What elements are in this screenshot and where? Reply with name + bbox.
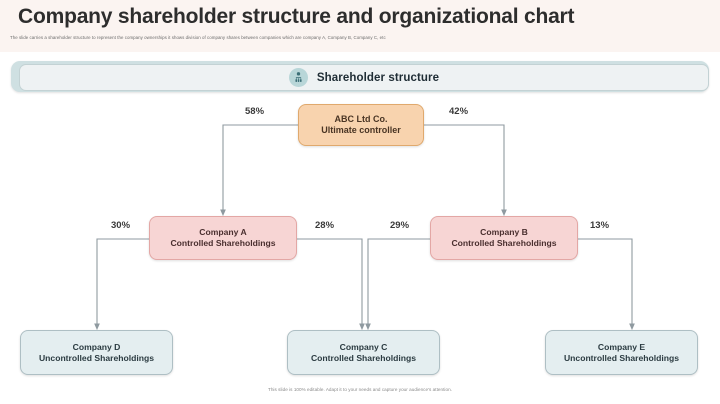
shareholder-group-icon: [288, 68, 308, 87]
node-title: Company E: [597, 341, 646, 352]
node-company-d[interactable]: Company D Uncontrolled Shareholdings: [20, 330, 173, 375]
node-abc-ltd-co[interactable]: ABC Ltd Co. Ultimate controller: [298, 104, 424, 146]
section-header-shareholder-structure[interactable]: Shareholder structure: [19, 64, 709, 91]
edge-label-a-c: 28%: [315, 220, 335, 231]
node-title: Company D: [72, 341, 121, 352]
edge-a-c: [297, 238, 365, 331]
edge-label-root-b: 42%: [449, 106, 469, 117]
node-subtitle: Uncontrolled Shareholdings: [563, 352, 680, 363]
node-company-a[interactable]: Company A Controlled Shareholdings: [149, 216, 297, 260]
edge-a-d: [94, 238, 149, 331]
node-title: ABC Ltd Co.: [334, 113, 388, 124]
edge-label-a-d: 30%: [111, 220, 131, 231]
node-company-e[interactable]: Company E Uncontrolled Shareholdings: [545, 330, 698, 375]
node-subtitle: Controlled Shareholdings: [451, 238, 557, 248]
node-subtitle: Uncontrolled Shareholdings: [38, 352, 155, 363]
edge-label-root-a: 58%: [245, 106, 265, 117]
node-title: Company B: [480, 227, 528, 238]
edge-label-b-c: 29%: [390, 220, 410, 231]
node-company-b[interactable]: Company B Controlled Shareholdings: [430, 216, 578, 260]
node-title: Company C: [339, 341, 388, 352]
section-title: Shareholder structure: [316, 71, 440, 84]
header-band: [0, 0, 720, 52]
node-company-c[interactable]: Company C Controlled Shareholdings: [287, 330, 440, 375]
edge-root-b: [424, 124, 507, 217]
node-subtitle: Controlled Shareholdings: [310, 352, 417, 363]
node-subtitle: Controlled Shareholdings: [170, 238, 276, 248]
edge-b-c: [365, 238, 430, 331]
edge-label-b-e: 13%: [590, 220, 610, 231]
footer-note: This slide is 100% editable. Adapt it to…: [267, 387, 452, 392]
node-title: Company A: [199, 227, 247, 238]
node-subtitle: Ultimate controller: [321, 125, 401, 135]
edge-b-e: [578, 238, 635, 331]
page-subtitle: The slide carries a shareholder structur…: [10, 35, 386, 40]
edge-root-a: [220, 124, 298, 217]
page-title: Company shareholder structure and organi…: [18, 5, 575, 28]
